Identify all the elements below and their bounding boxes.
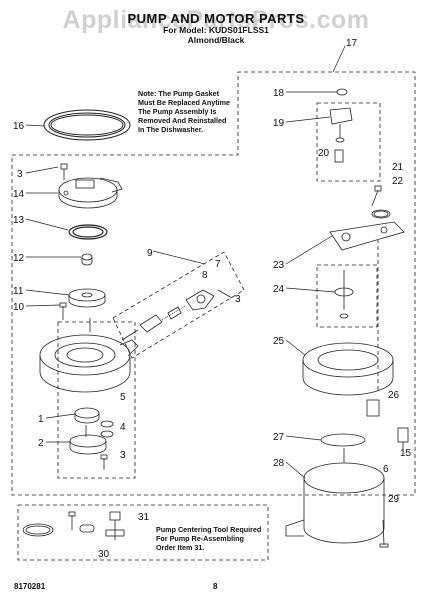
motor-mount-23 bbox=[329, 221, 405, 251]
callout-30: 30 bbox=[98, 549, 110, 560]
screw-10 bbox=[59, 302, 67, 320]
callout-5: 5 bbox=[120, 392, 126, 403]
callout-14: 14 bbox=[13, 189, 25, 200]
pump-assembly-frame bbox=[11, 71, 416, 496]
callout-25: 25 bbox=[273, 336, 285, 347]
screw-29 bbox=[379, 519, 389, 548]
bracket-26 bbox=[366, 399, 380, 417]
callouts: 16 3 14 13 12 11 10 9 7 8 3 1 2 5 4 3 31… bbox=[13, 38, 412, 560]
callout-18: 18 bbox=[273, 88, 285, 99]
bracket-19 bbox=[329, 107, 353, 143]
pump-housing bbox=[39, 318, 139, 393]
pump-gasket bbox=[43, 109, 131, 141]
callout-23: 23 bbox=[273, 260, 285, 271]
callout-13: 13 bbox=[13, 215, 25, 226]
callout-16: 16 bbox=[13, 121, 25, 132]
impeller-11 bbox=[68, 288, 106, 308]
callout-9: 9 bbox=[147, 248, 153, 259]
shaft-kit-frame bbox=[316, 264, 378, 328]
callout-24: 24 bbox=[273, 284, 285, 295]
callout-10: 10 bbox=[13, 302, 25, 313]
callout-22: 22 bbox=[392, 176, 404, 187]
note-line: Must Be Replaced Anytime bbox=[138, 98, 230, 107]
callout-12: 12 bbox=[13, 253, 25, 264]
callout-20: 20 bbox=[318, 148, 330, 159]
callout-7: 7 bbox=[215, 259, 221, 270]
disc-27 bbox=[320, 433, 366, 447]
note-line: The Pump Assembly Is bbox=[138, 107, 217, 116]
leader-lines bbox=[25, 45, 346, 479]
callout-27: 27 bbox=[273, 432, 285, 443]
bushing-20 bbox=[334, 149, 344, 163]
callout-2: 2 bbox=[38, 438, 44, 449]
gasket-note: Note: The Pump Gasket Must Be Replaced A… bbox=[138, 89, 230, 134]
callout-1: 1 bbox=[38, 414, 44, 425]
gasket-22 bbox=[371, 209, 391, 219]
callout-6: 6 bbox=[383, 464, 389, 475]
callout-19: 19 bbox=[273, 118, 285, 129]
note-line: Pump Centering Tool Required bbox=[156, 525, 262, 534]
callout-29: 29 bbox=[388, 494, 400, 505]
motor-housing-25 bbox=[302, 342, 394, 396]
pump-cover bbox=[58, 177, 123, 209]
centering-tool-31 bbox=[22, 511, 125, 540]
valve-assembly-9 bbox=[121, 289, 233, 341]
capacitor-15 bbox=[397, 427, 409, 452]
callout-8: 8 bbox=[202, 270, 208, 281]
note-line: For Pump Re-Assembling bbox=[156, 534, 244, 543]
chopper-1 bbox=[74, 407, 100, 424]
upper-kit-frame bbox=[316, 102, 381, 182]
screw-3-bottom bbox=[100, 454, 108, 470]
note-line: Note: The Pump Gasket bbox=[138, 89, 220, 98]
callout-3-a: 3 bbox=[17, 169, 23, 180]
seal-ring-13 bbox=[68, 224, 108, 240]
callout-4: 4 bbox=[120, 422, 126, 433]
shaft-seal-24 bbox=[334, 270, 354, 319]
washer-4-5 bbox=[100, 420, 114, 438]
callout-17: 17 bbox=[346, 38, 358, 49]
model-number: For Model: KUDS01FLSS1 bbox=[163, 25, 269, 35]
model-color: Almond/Black bbox=[187, 35, 245, 45]
callout-3-c: 3 bbox=[120, 450, 126, 461]
screw-21 bbox=[371, 185, 382, 207]
nut-12 bbox=[81, 253, 93, 266]
centering-tool-note: Pump Centering Tool Required For Pump Re… bbox=[156, 525, 261, 552]
watermark: AppliancePartsPros.com bbox=[62, 6, 370, 34]
callout-21: 21 bbox=[392, 162, 404, 173]
kit9-frame bbox=[112, 251, 245, 359]
pump-base-2 bbox=[69, 425, 107, 455]
diagram-title: PUMP AND MOTOR PARTS bbox=[127, 11, 305, 26]
callout-11: 11 bbox=[13, 286, 24, 297]
doc-code: 8170281 bbox=[14, 582, 46, 591]
pump-subassembly-frame bbox=[57, 321, 136, 479]
motor-28 bbox=[285, 448, 385, 544]
callout-31: 31 bbox=[138, 512, 150, 523]
washer-18 bbox=[336, 88, 348, 96]
callout-3-b: 3 bbox=[235, 294, 241, 305]
callout-26: 26 bbox=[388, 390, 400, 401]
note-line: In The Dishwasher. bbox=[138, 125, 204, 134]
page-number: 8 bbox=[213, 582, 218, 591]
callout-15: 15 bbox=[400, 448, 412, 459]
screw-3-top bbox=[60, 163, 68, 180]
note-line: Removed And Reinstalled bbox=[138, 116, 227, 125]
tool-kit-frame bbox=[17, 504, 269, 561]
callout-28: 28 bbox=[273, 458, 285, 469]
note-line: Order Item 31. bbox=[156, 543, 205, 552]
